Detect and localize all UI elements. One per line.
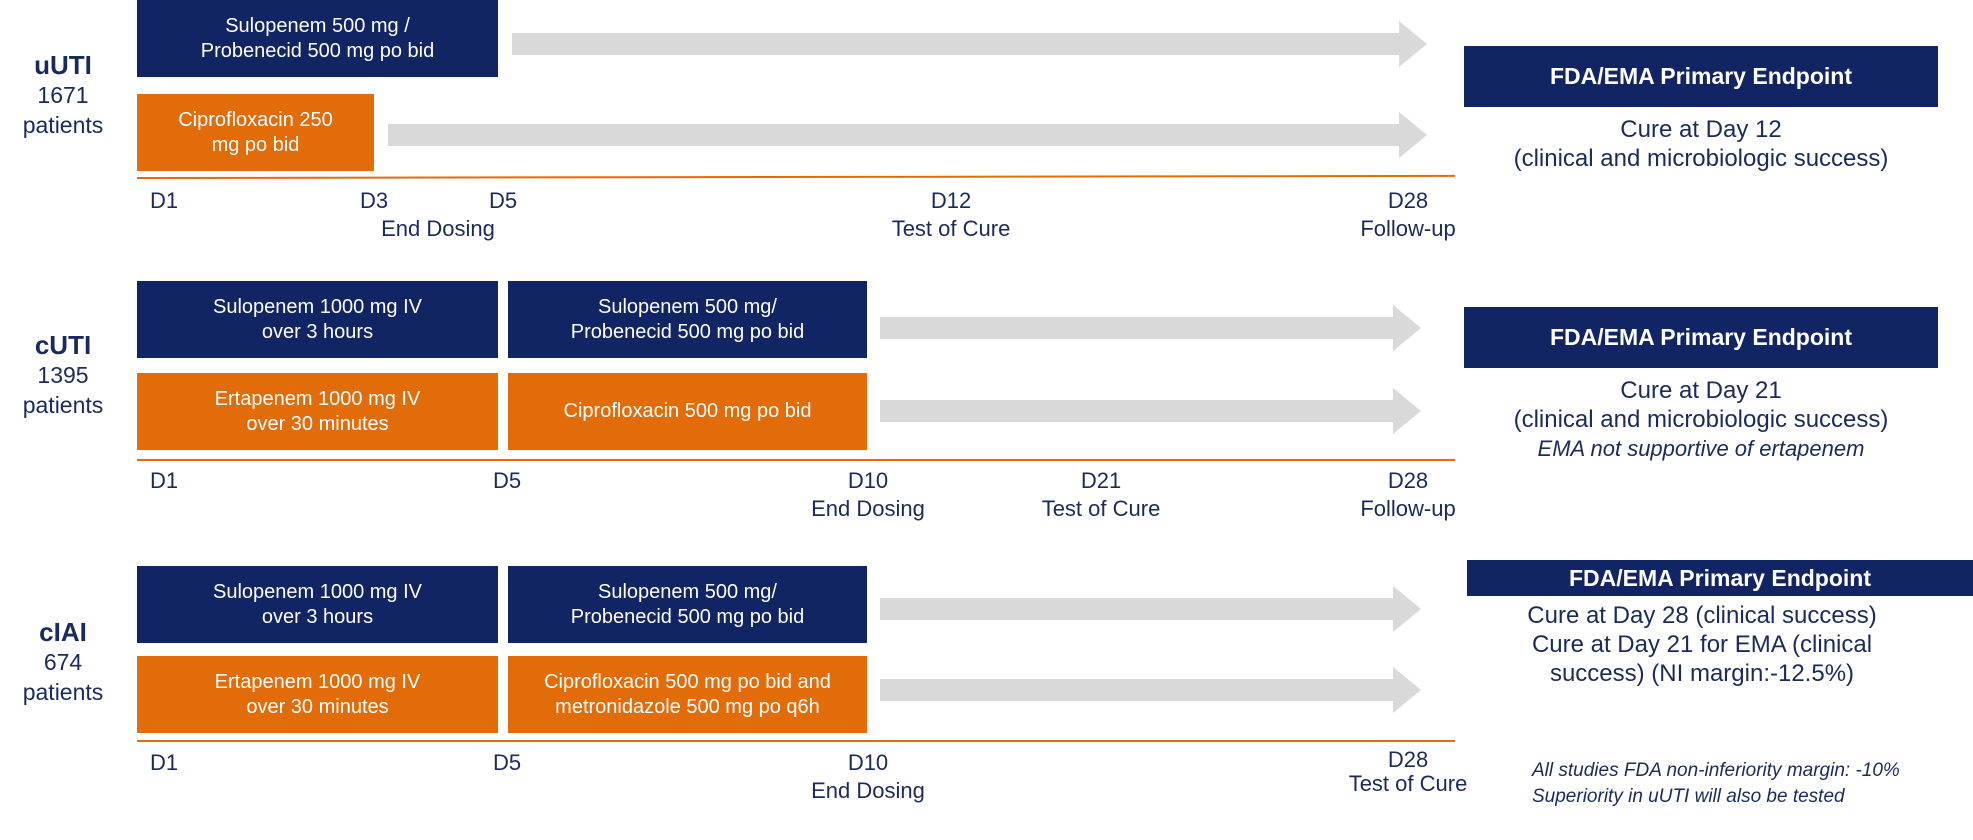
tick-label: Test of Cure	[1348, 771, 1468, 796]
cuti-sulopenem-oral-arm: Sulopenem 500 mg/ Probenecid 500 mg po b…	[508, 281, 867, 358]
ciai-tick-d5: D5	[493, 749, 521, 777]
cuti-tick-d1: D1	[150, 467, 178, 495]
uuti-endpoint-text: Cure at Day 12 (clinical and microbiolog…	[1464, 115, 1938, 173]
endpoint-line: Cure at Day 21 for EMA (clinical	[1531, 631, 1873, 658]
footnotes: All studies FDA non-inferiority margin: …	[1532, 758, 1962, 810]
patient-count: 1395	[37, 362, 89, 388]
cuti-tick-d5: D5	[493, 467, 521, 495]
uuti-tick-d3: D3	[360, 187, 388, 215]
study-abbr: cIAI	[39, 617, 87, 647]
ciai-ertapenem-iv-arm: Ertapenem 1000 mg IV over 30 minutes	[137, 656, 498, 733]
study-abbr: cUTI	[34, 330, 92, 360]
ciai-endpoint-header: FDA/EMA Primary Endpoint	[1467, 560, 1973, 596]
ciai-tick-d1: D1	[150, 749, 178, 777]
cuti-sulopenem-arrow	[880, 305, 1421, 351]
tick-label: End Dosing	[381, 216, 495, 241]
tick-day: D1	[149, 750, 179, 775]
uuti-endpoint-header: FDA/EMA Primary Endpoint	[1464, 46, 1938, 107]
cuti-endpoint-header: FDA/EMA Primary Endpoint	[1464, 307, 1938, 368]
study-label-uuti: uUTI 1671 patients	[8, 50, 118, 140]
ciai-cipro-metronidazole-oral-arm: Ciprofloxacin 500 mg po bid and metronid…	[508, 656, 867, 733]
tick-day: D5	[488, 188, 518, 213]
cuti-ciprofloxacin-oral-arm: Ciprofloxacin 500 mg po bid	[508, 373, 867, 450]
tick-label: End Dosing	[811, 496, 925, 521]
uuti-tick-d28: D28 Follow-up	[1360, 187, 1455, 243]
patient-unit: patients	[22, 392, 104, 418]
uuti-tick-d5: D5	[489, 187, 517, 215]
footnote-ni-margin: All studies FDA non-inferiority margin: …	[1532, 760, 1900, 781]
study-label-cuti: cUTI 1395 patients	[8, 330, 118, 420]
endpoint-line: success) (NI margin:-12.5%)	[1549, 660, 1855, 687]
cuti-timeline-axis	[137, 459, 1455, 461]
cuti-tick-d21: D21 Test of Cure	[1042, 467, 1161, 523]
study-label-ciai: cIAI 674 patients	[8, 617, 118, 707]
ciai-tick-d10: D10 End Dosing	[811, 749, 925, 805]
endpoint-note: EMA not supportive of ertapenem	[1537, 436, 1865, 461]
uuti-ciprofloxacin-arrow	[388, 112, 1427, 158]
endpoint-line: Cure at Day 21	[1620, 377, 1782, 404]
uuti-ciprofloxacin-arm: Ciprofloxacin 250 mg po bid	[137, 94, 374, 171]
uuti-timeline-axis	[136, 174, 1456, 179]
endpoint-line: (clinical and microbiologic success)	[1513, 406, 1889, 433]
ciai-sulopenem-iv-arm: Sulopenem 1000 mg IV over 3 hours	[137, 566, 498, 643]
uuti-tick-d5-label: End Dosing	[381, 215, 495, 243]
uuti-tick-d1: D1	[150, 187, 178, 215]
ciai-cipro-metronidazole-arrow	[880, 667, 1421, 713]
tick-day: D28	[1387, 188, 1429, 213]
endpoint-line: (clinical and microbiologic success)	[1513, 145, 1889, 172]
cuti-tick-d28: D28 Follow-up	[1360, 467, 1455, 523]
tick-day: D21	[1080, 468, 1122, 493]
study-abbr: uUTI	[34, 50, 92, 80]
endpoint-line: Cure at Day 28 (clinical success)	[1527, 602, 1877, 629]
tick-label: End Dosing	[811, 778, 925, 803]
tick-day: D28	[1387, 747, 1429, 772]
tick-label: Follow-up	[1360, 216, 1456, 241]
ciai-tick-d28: D28 Test of Cure	[1349, 748, 1468, 796]
cuti-sulopenem-iv-arm: Sulopenem 1000 mg IV over 3 hours	[137, 281, 498, 358]
ciai-timeline-axis	[137, 740, 1455, 742]
endpoint-line: Cure at Day 12	[1620, 116, 1782, 143]
cuti-ciprofloxacin-arrow	[880, 388, 1421, 434]
patient-unit: patients	[22, 679, 104, 705]
tick-day: D12	[930, 188, 972, 213]
uuti-sulopenem-arrow	[512, 21, 1427, 67]
patient-unit: patients	[22, 112, 104, 138]
tick-label: Follow-up	[1360, 496, 1456, 521]
tick-day: D5	[492, 468, 522, 493]
cuti-tick-d10: D10 End Dosing	[811, 467, 925, 523]
tick-label: Test of Cure	[1041, 496, 1161, 521]
tick-day: D5	[492, 750, 522, 775]
tick-day: D10	[847, 468, 889, 493]
tick-day: D3	[359, 188, 389, 213]
tick-day: D1	[149, 188, 179, 213]
tick-day: D28	[1387, 468, 1429, 493]
ciai-sulopenem-oral-arm: Sulopenem 500 mg/ Probenecid 500 mg po b…	[508, 566, 867, 643]
tick-label: Test of Cure	[891, 216, 1011, 241]
patient-count: 1671	[37, 82, 89, 108]
tick-day: D10	[847, 750, 889, 775]
uuti-sulopenem-arm: Sulopenem 500 mg / Probenecid 500 mg po …	[137, 0, 498, 77]
tick-day: D1	[149, 468, 179, 493]
cuti-endpoint-text: Cure at Day 21 (clinical and microbiolog…	[1464, 376, 1938, 463]
patient-count: 674	[43, 649, 83, 675]
uuti-tick-d12: D12 Test of Cure	[892, 187, 1011, 243]
ciai-endpoint-text: Cure at Day 28 (clinical success) Cure a…	[1467, 601, 1937, 688]
cuti-ertapenem-iv-arm: Ertapenem 1000 mg IV over 30 minutes	[137, 373, 498, 450]
ciai-sulopenem-arrow	[880, 586, 1421, 632]
footnote-superiority: Superiority in uUTI will also be tested	[1532, 786, 1845, 807]
